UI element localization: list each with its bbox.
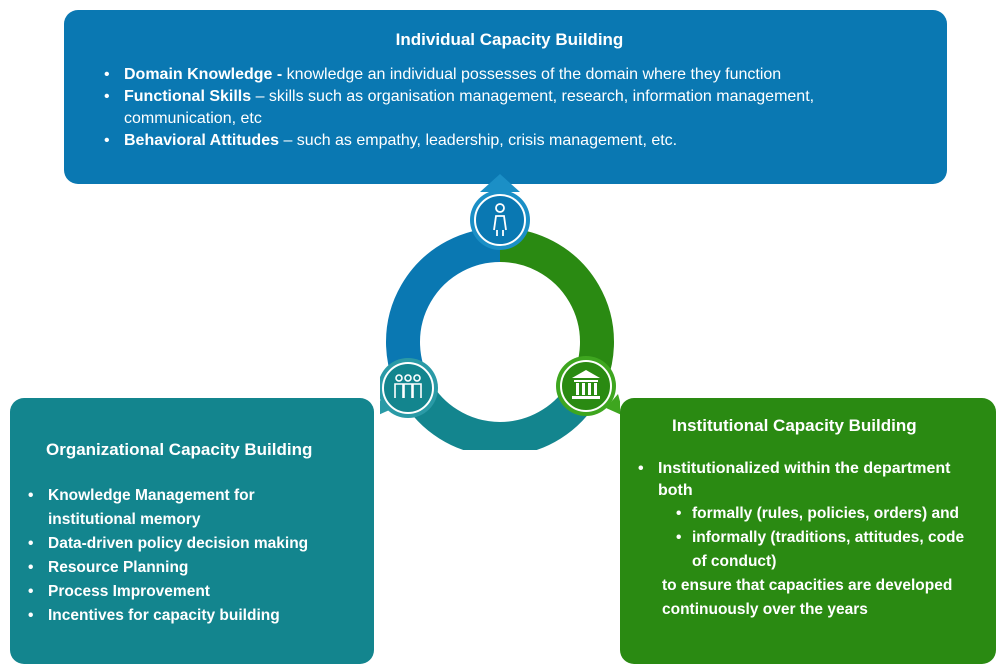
- list-item: Behavioral Attitudes – such as empathy, …: [102, 130, 917, 152]
- institutional-capacity-box: Institutional Capacity Building Institut…: [620, 398, 996, 664]
- list-item: Knowledge Management for institutional m…: [26, 484, 344, 532]
- institution-icon: [556, 356, 620, 416]
- sub-item: •formally (rules, policies, orders) and: [676, 505, 960, 522]
- organizational-title: Organizational Capacity Building: [46, 440, 313, 459]
- institutional-body: Institutionalized within the department …: [636, 458, 996, 622]
- item-text: – such as empathy, leadership, crisis ma…: [279, 132, 678, 149]
- institutional-list: Institutionalized within the department …: [636, 458, 996, 502]
- list-item: Institutionalized within the department …: [636, 458, 956, 502]
- item-label: Behavioral Attitudes: [124, 132, 279, 149]
- sub-item-text: formally (rules, policies, orders) and: [692, 505, 960, 522]
- institutional-tail: to ensure that capacities are developed …: [662, 577, 953, 618]
- individual-capacity-box: Individual Capacity Building Domain Know…: [64, 10, 947, 184]
- list-item: Incentives for capacity building: [26, 604, 344, 628]
- individual-list: Domain Knowledge - knowledge an individu…: [102, 64, 917, 152]
- person-icon: [470, 174, 530, 250]
- list-item: Process Improvement: [26, 580, 344, 604]
- sub-item-text: informally (traditions, attitudes, code …: [692, 529, 965, 570]
- item-label: Domain Knowledge -: [124, 66, 287, 83]
- capacity-cycle-diagram: [380, 174, 620, 450]
- item-text: – skills such as organisation management…: [124, 88, 815, 127]
- item-label: Functional Skills: [124, 88, 252, 105]
- list-item: Data-driven policy decision making: [26, 532, 344, 556]
- list-item: Resource Planning: [26, 556, 344, 580]
- list-item: Functional Skills – skills such as organ…: [102, 86, 917, 130]
- list-item: Domain Knowledge - knowledge an individu…: [102, 64, 917, 86]
- organizational-capacity-box: Organizational Capacity Building Knowled…: [10, 398, 374, 664]
- group-icon: [380, 358, 438, 418]
- institutional-title: Institutional Capacity Building: [672, 416, 917, 435]
- item-text: knowledge an individual possesses of the…: [286, 66, 782, 83]
- individual-title: Individual Capacity Building: [395, 30, 624, 49]
- sub-item: •informally (traditions, attitudes, code…: [676, 529, 965, 570]
- organizational-list: Knowledge Management for institutional m…: [26, 484, 374, 628]
- ring-segment-organizational: [401, 381, 599, 450]
